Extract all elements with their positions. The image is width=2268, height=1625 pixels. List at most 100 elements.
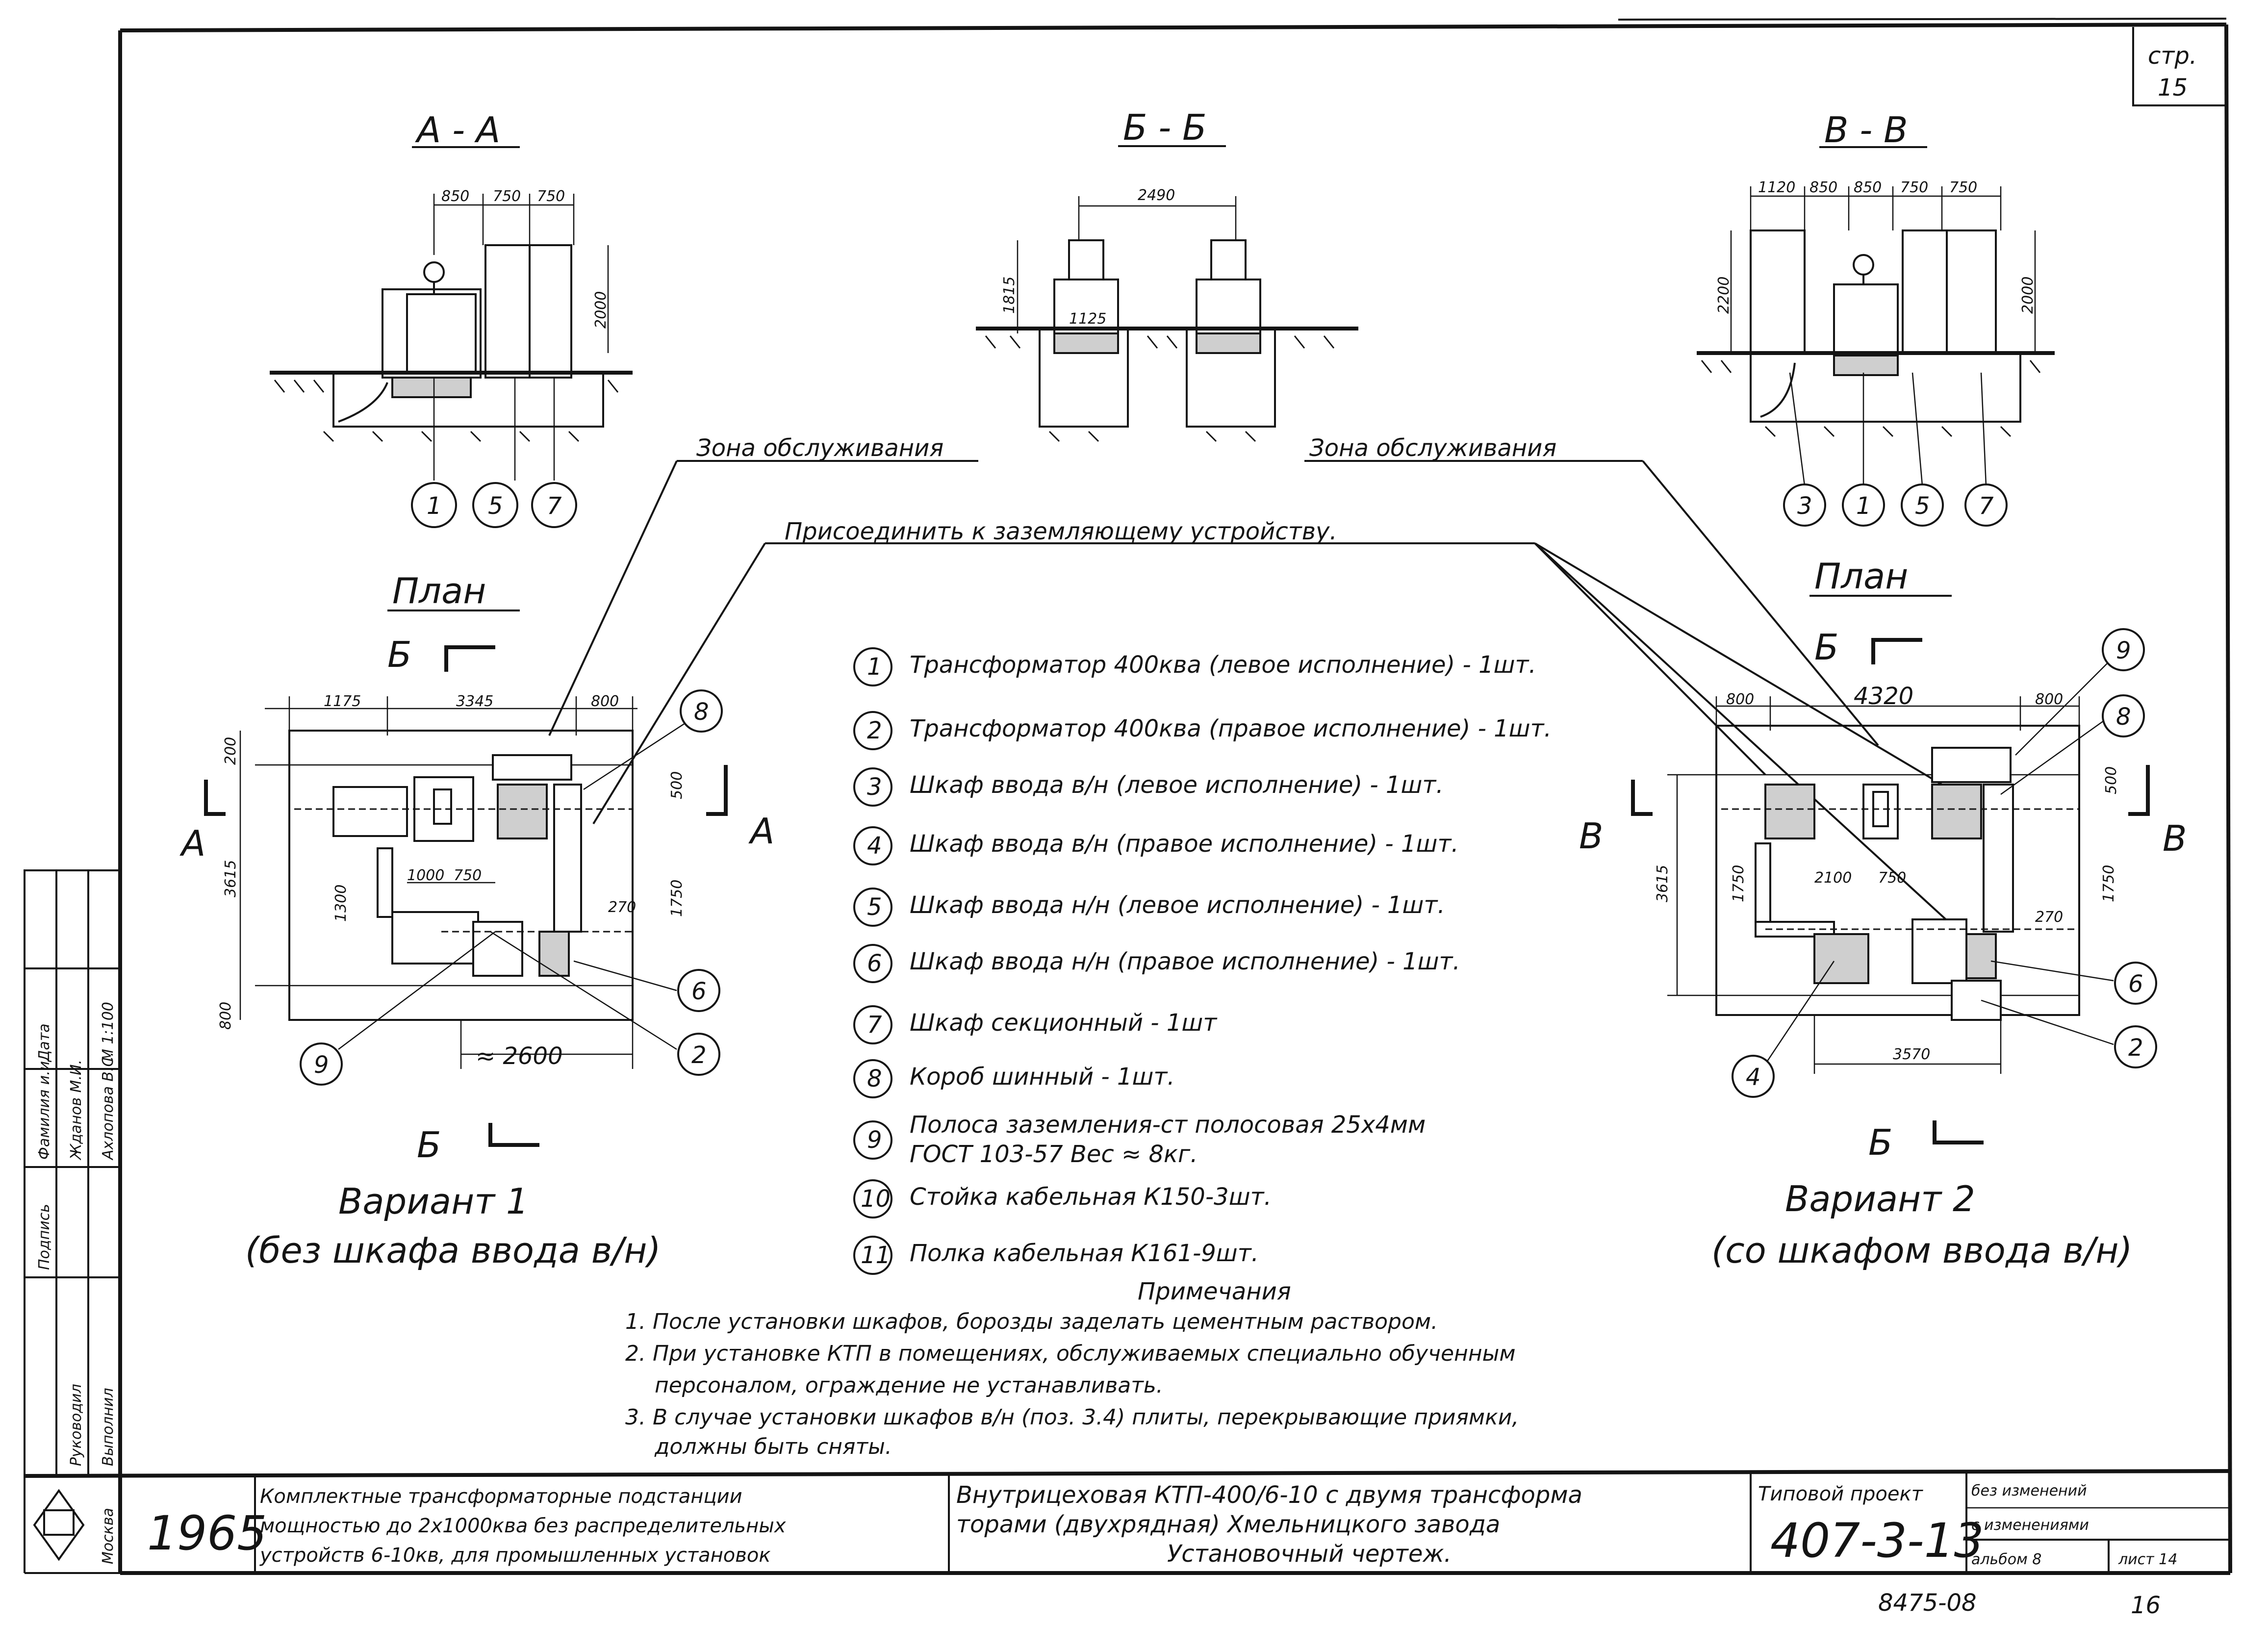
plan-right-dim-10: 270 (2035, 909, 2063, 926)
legend-item-3: Шкаф ввода в/н (левое исполнение) - 1шт. (910, 771, 1444, 799)
section-aa: А - А 850 750 750 2000 (270, 109, 633, 528)
plan-right-dim-6: 1750 (1730, 865, 1747, 902)
notes-title: Примечания (1138, 1278, 1291, 1305)
footer: 8475-08 16 (1878, 1589, 2161, 1619)
plan-left-title: План (392, 570, 486, 611)
plan-right-cut-bottom: Б (1868, 1122, 1892, 1163)
legend-item-5: Шкаф ввода н/н (левое исполнение) - 1шт. (910, 891, 1445, 919)
plan-left-cut-bottom: Б (417, 1124, 441, 1166)
aa-item-3: 7 (547, 492, 562, 520)
svg-text:10: 10 (861, 1185, 891, 1213)
plan-right-dim-5: 3615 (1654, 865, 1671, 902)
vv-dim-2: 850 (1809, 179, 1837, 196)
svg-text:9: 9 (867, 1126, 882, 1154)
bb-dim-3: 1125 (1069, 310, 1106, 328)
section-aa-title: А - А (415, 109, 500, 151)
note-line-5: должны быть сняты. (654, 1434, 892, 1459)
svg-text:5: 5 (867, 893, 882, 921)
plan-right-callout-9: 9 (2116, 637, 2131, 664)
section-bb: Б - Б 2490 1815 1125 (976, 107, 1358, 442)
vv-dim-5: 750 (1949, 179, 1977, 196)
legend-item-10: Стойка кабельная К150-3шт. (910, 1183, 1272, 1211)
plan-right-variant-note: (со шкафом ввода в/н) (1711, 1230, 2132, 1271)
note-line-1: 1. После установки шкафов, борозды задел… (625, 1309, 1438, 1334)
plan-left-dim-5: 500 (668, 771, 686, 799)
plan-left-dim-3: 800 (591, 693, 619, 710)
plan-right-callout-4: 4 (1746, 1064, 1761, 1091)
plan-right-cut-left: В (1579, 815, 1603, 857)
plan-right-dim-8: 750 (1878, 869, 1906, 887)
plan-right-dim-1: 800 (1726, 691, 1754, 708)
section-vv: В - В 1120 850 850 750 750 2200 2000 (1697, 109, 2055, 527)
stamp-name-2: Ахлопова В.С. (100, 1052, 117, 1161)
desc-line-2: мощностью до 2х1000ква без распределител… (260, 1515, 786, 1537)
album: альбом 8 (1971, 1551, 2041, 1568)
vv-item-2: 1 (1856, 492, 1871, 520)
legend-item-9b: ГОСТ 103-57 Вес ≈ 8кг. (910, 1141, 1198, 1168)
vv-dim-1: 1120 (1758, 179, 1795, 196)
section-vv-title: В - В (1824, 109, 1908, 151)
notes: Примечания 1. После установки шкафов, бо… (625, 1278, 1519, 1459)
stamp-role-2: Выполнил (100, 1388, 117, 1466)
zone-annotations: Зона обслуживания Зона обслуживания Прис… (548, 434, 1987, 957)
svg-text:3: 3 (867, 773, 882, 801)
aa-dim-2: 750 (493, 188, 521, 205)
title-block: Москва 1965 Комплектные трансформаторные… (24, 1469, 2231, 1574)
plan-right-callout-8: 8 (2116, 703, 2131, 731)
aa-item-1: 1 (427, 492, 442, 520)
plan-left-cut-right: А (748, 811, 774, 852)
svg-text:2: 2 (867, 717, 882, 744)
plan-left-dim-2: 3345 (456, 693, 493, 710)
side-stamp: Руководил Выполнил Подпись Фамилия и.и. … (24, 869, 121, 1477)
changes-with: с изменениями (1971, 1517, 2089, 1534)
aa-dim-height: 2000 (592, 291, 610, 329)
aa-dim-3: 750 (537, 188, 565, 205)
svg-text:11: 11 (861, 1242, 891, 1269)
plan-left-dim-6: 3615 (222, 860, 239, 897)
desc-line-3: устройств 6-10кв, для промышленных устан… (259, 1544, 770, 1567)
plan-left-callout-9: 9 (314, 1051, 329, 1079)
page-ref-box: стр. 15 (2132, 27, 2226, 106)
plan-left-callout-6: 6 (691, 978, 707, 1005)
vv-item-1: 3 (1797, 492, 1812, 520)
legend-item-7: Шкаф секционный - 1шт (910, 1009, 1218, 1037)
svg-text:7: 7 (867, 1011, 882, 1039)
plan-left-dim-12: 800 (217, 1002, 234, 1030)
changes-none: без изменений (1971, 1482, 2087, 1499)
section-bb-title: Б - Б (1123, 107, 1207, 148)
plan-left: План Б Б А А 1175 3345 800 200 500 3615 (179, 570, 774, 1271)
note-line-4: 3. В случае установки шкафов в/н (поз. 3… (625, 1405, 1519, 1430)
project-label: Типовой проект (1758, 1483, 1924, 1505)
stamp-header-3: Дата (36, 1023, 53, 1063)
plan-right-dim-3: 800 (2035, 691, 2063, 708)
plan-right-dim-7: 2100 (1814, 869, 1852, 887)
title-line-2: торами (двухрядная) Хмельницкого завода (956, 1511, 1500, 1538)
plan-right-callout-2: 2 (2128, 1034, 2143, 1062)
vv-item-3: 5 (1915, 492, 1930, 520)
plan-left-variant-note: (без шкафа ввода в/н) (245, 1230, 661, 1271)
note-line-3: персоналом, ограждение не устанавливать. (655, 1373, 1163, 1398)
plan-left-dim-9: 750 (454, 867, 482, 884)
plan-left-dim-8: 1000 (407, 867, 444, 884)
note-line-2: 2. При установке КТП в помещениях, обслу… (625, 1341, 1516, 1366)
vv-dim-3: 850 (1854, 179, 1882, 196)
desc-line-1: Комплектные трансформаторные подстанции (260, 1485, 742, 1508)
stamp-name-1: Жданов М.И. (68, 1060, 85, 1161)
aa-item-2: 5 (488, 492, 503, 520)
plan-left-dim-1: 1175 (324, 693, 361, 710)
plan-right-cut-right: В (2163, 818, 2187, 859)
page-ref-label: стр. (2148, 42, 2197, 70)
title-line-3: Установочный чертеж. (1167, 1540, 1452, 1568)
title-line-1: Внутрицеховая КТП-400/6-10 с двумя транс… (956, 1481, 1582, 1509)
plan-left-cut-top: Б (387, 634, 411, 675)
plan-left-dim-7: 1300 (332, 885, 350, 922)
svg-text:1: 1 (867, 653, 882, 681)
bb-dim-2: 1815 (1001, 277, 1018, 314)
vv-dim-7: 2000 (2019, 277, 2037, 314)
zone-label-right: Зона обслуживания (1309, 434, 1556, 462)
stamp-header-2: Фамилия и.и. (36, 1056, 53, 1160)
legend: 1 Трансформатор 400ква (левое исполнение… (853, 647, 1552, 1275)
stamp-role-1: Руководил (68, 1384, 85, 1466)
vv-item-4: 7 (1979, 492, 1994, 520)
